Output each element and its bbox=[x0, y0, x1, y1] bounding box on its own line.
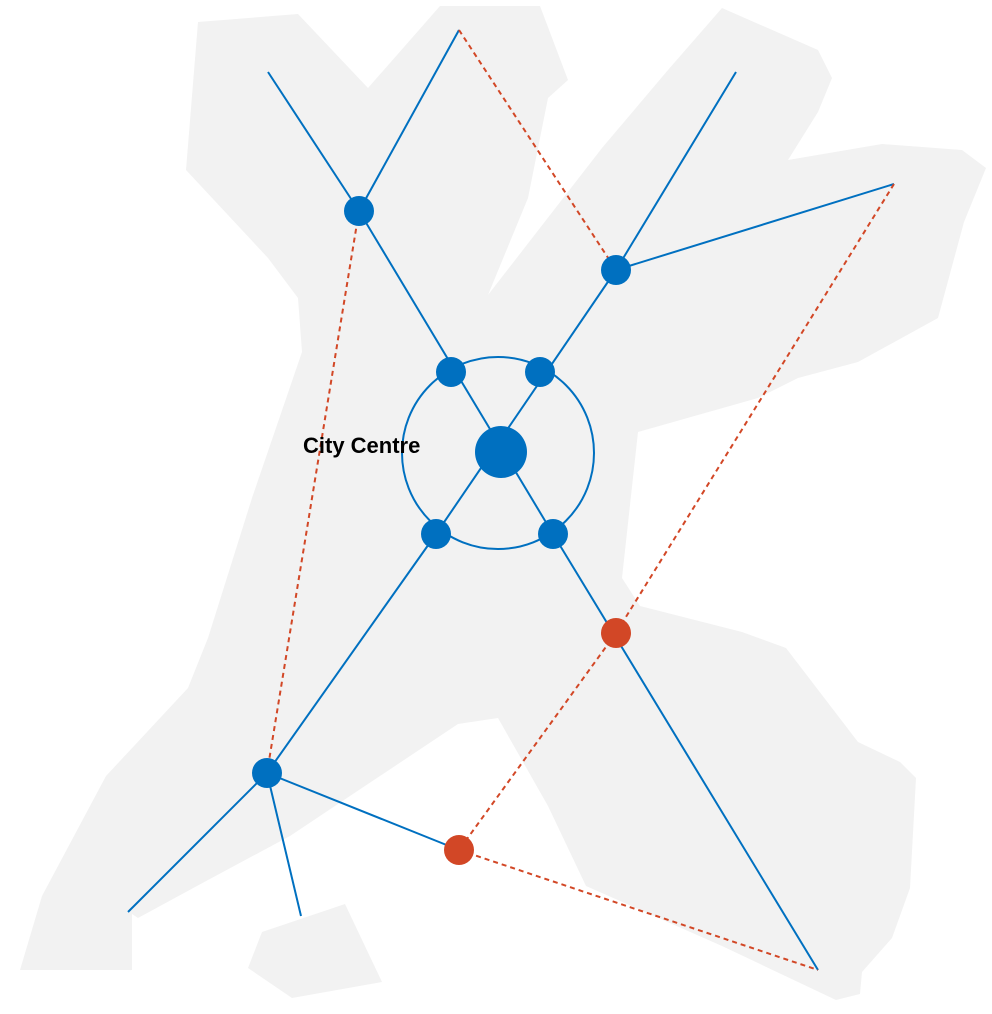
urban-area-islet bbox=[248, 904, 382, 998]
dashed-route-south bbox=[458, 849, 819, 971]
route-diagonal-ne-sw-upper bbox=[435, 269, 617, 535]
stop-northeast[interactable] bbox=[601, 255, 631, 285]
route-diagonal-nw-se-lower bbox=[552, 533, 819, 971]
city-centre-label: City Centre bbox=[303, 433, 421, 458]
route-southeast-link bbox=[266, 772, 460, 851]
route-east-branch bbox=[615, 183, 895, 271]
stops bbox=[252, 196, 631, 865]
stop-east-interchange[interactable] bbox=[601, 618, 631, 648]
route-north-branch bbox=[358, 29, 460, 212]
stop-south-interchange[interactable] bbox=[444, 835, 474, 865]
stop-ring-se[interactable] bbox=[538, 519, 568, 549]
secondary-routes bbox=[266, 29, 895, 971]
stop-ring-nw[interactable] bbox=[436, 357, 466, 387]
route-nw-branch bbox=[267, 71, 360, 212]
stop-southwest-hub[interactable] bbox=[252, 758, 282, 788]
dashed-route-west bbox=[266, 210, 360, 774]
route-diagonal-ne-sw-lower bbox=[266, 533, 437, 774]
stop-ring-ne[interactable] bbox=[525, 357, 555, 387]
route-ne-branch bbox=[615, 71, 737, 271]
stop-city-centre[interactable] bbox=[475, 426, 527, 478]
city-centre-ring bbox=[401, 356, 595, 550]
dashed-route-east bbox=[615, 183, 895, 634]
route-south-branch bbox=[266, 772, 302, 917]
stop-ring-sw[interactable] bbox=[421, 519, 451, 549]
urban-area-main bbox=[20, 6, 986, 1000]
dashed-route-north bbox=[458, 29, 617, 271]
route-sw-branch bbox=[127, 772, 268, 913]
stop-northwest[interactable] bbox=[344, 196, 374, 226]
